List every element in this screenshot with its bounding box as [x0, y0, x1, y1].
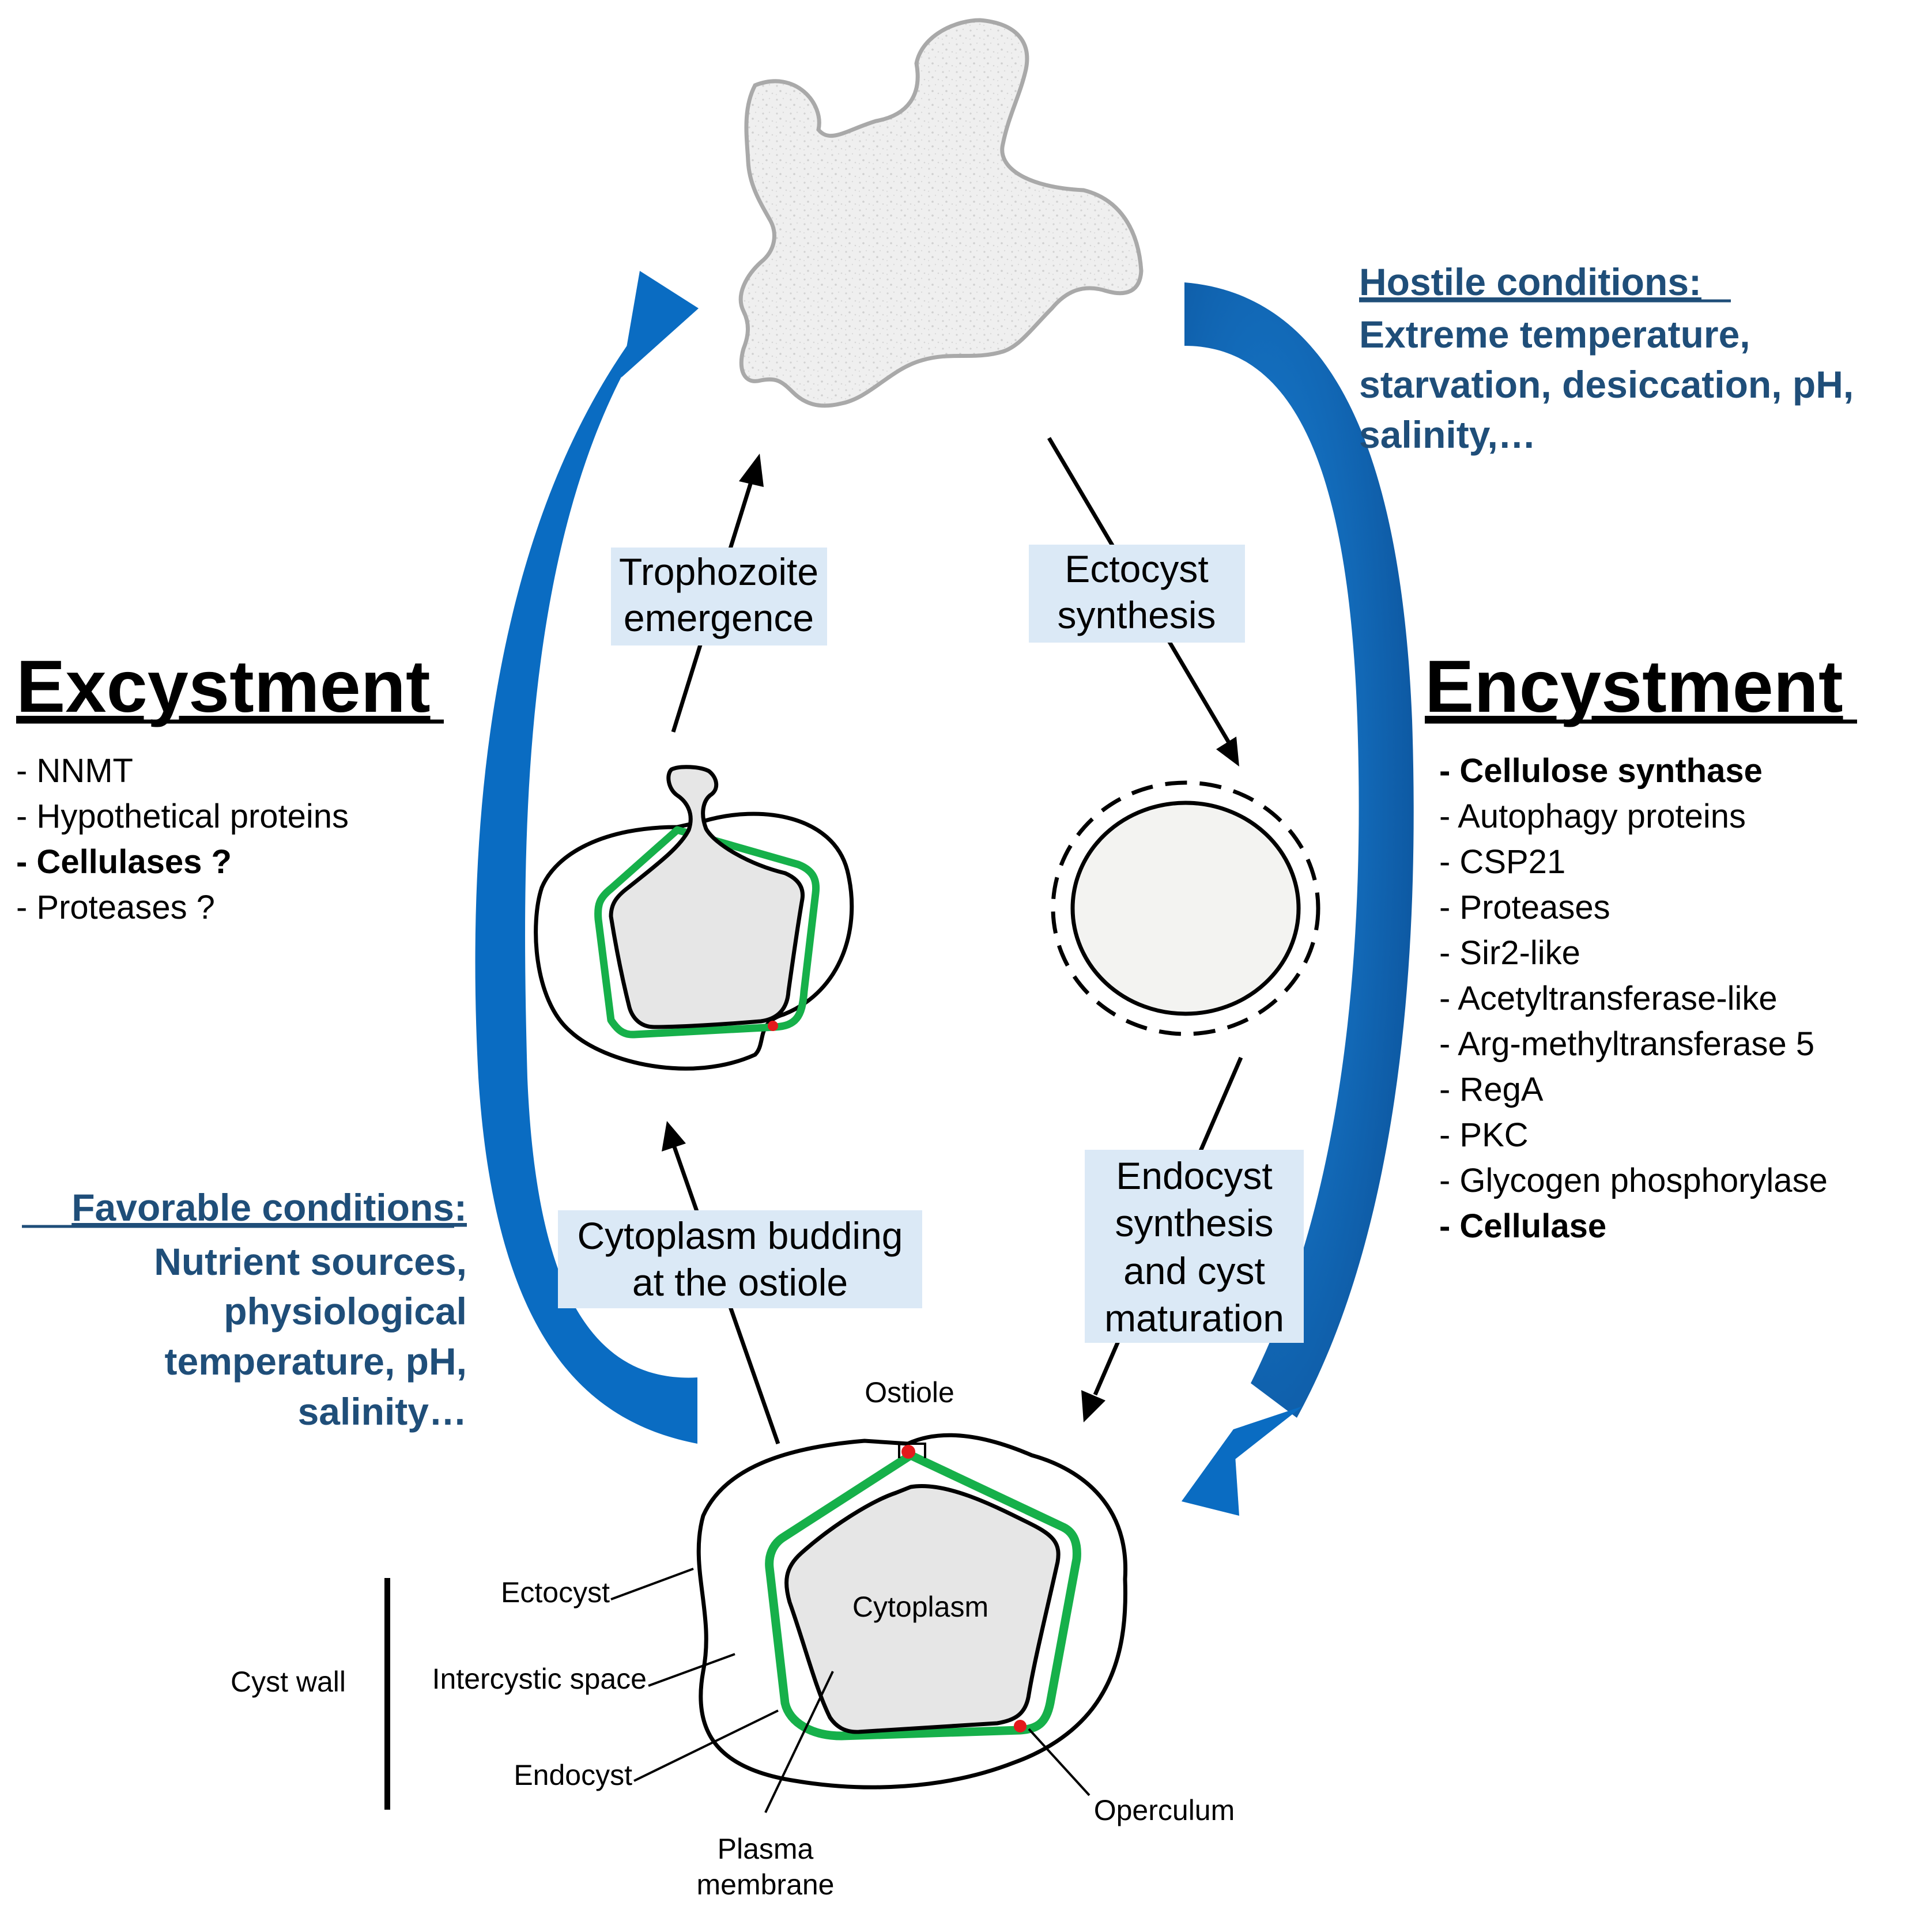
label-plasma-membrane-line1: Plasma: [718, 1833, 814, 1865]
encystment-protein-item: - RegA: [1439, 1071, 1544, 1108]
step-cytoplasm-budding: Cytoplasm budding at the ostiole: [558, 1210, 922, 1308]
encystment-protein-list: - Cellulose synthase - Autophagy proteins…: [1439, 752, 1828, 1245]
step-ectocyst-synthesis-line1: Ectocyst: [1065, 548, 1208, 590]
step-ectocyst-synthesis-line2: synthesis: [1057, 594, 1216, 636]
trophozoite: [738, 18, 1144, 408]
immature-cyst-ectocyst: [1051, 780, 1320, 1036]
encystment-protein-item: - Autophagy proteins: [1439, 798, 1746, 835]
encystment-protein-item: - PKC: [1439, 1116, 1529, 1154]
mature-cyst-ostiole-dot: [901, 1445, 915, 1459]
encystment-panel: Encystment - Cellulose synthase - Autopha…: [1425, 645, 1857, 1245]
step-ectocyst-synthesis: Ectocyst synthesis: [1029, 545, 1245, 643]
excystment-protein-item: - NNMT: [16, 752, 133, 790]
step-trophozoite-emergence-line2: emergence: [624, 597, 814, 639]
encystment-protein-item: - CSP21: [1439, 843, 1565, 881]
encystment-title: Encystment: [1425, 645, 1843, 728]
step-trophozoite-emergence: Trophozoite emergence: [611, 548, 827, 645]
encystment-protein-item: - Proteases: [1439, 889, 1610, 926]
hostile-line-2: starvation, desiccation, pH,: [1359, 363, 1854, 406]
mature-cyst: [696, 1433, 1128, 1790]
excystment-protein-item: - Cellulases ?: [16, 843, 232, 881]
encystment-protein-item: - Cellulose synthase: [1439, 752, 1763, 790]
label-ostiole: Ostiole: [865, 1376, 954, 1409]
encystment-protein-item: - Acetyltransferase-like: [1439, 980, 1778, 1017]
budding-cyst-operculum: [768, 1021, 778, 1031]
hostile-line-3: salinity,…: [1359, 413, 1536, 456]
budding-cyst: [534, 765, 854, 1071]
label-endocyst: Endocyst: [514, 1759, 632, 1791]
immature-cyst: [1051, 780, 1320, 1036]
label-plasma-membrane-line2: membrane: [697, 1868, 835, 1901]
step-endocyst-synthesis-line1: Endocyst: [1116, 1154, 1272, 1197]
label-cytoplasm: Cytoplasm: [852, 1591, 988, 1623]
favorable-heading: Favorable conditions: [71, 1186, 454, 1229]
mature-cyst-endocyst: [765, 1451, 1081, 1741]
favorable-conditions: Favorable conditions: Nutrient sources, …: [22, 1186, 467, 1433]
hostile-line-1: Extreme temperature,: [1359, 313, 1750, 356]
excystment-protein-item: - Hypothetical proteins: [16, 798, 349, 835]
mature-cyst-operculum-dot: [1014, 1720, 1027, 1732]
label-ectocyst: Ectocyst: [501, 1576, 610, 1609]
ostiole-bracket: [898, 1443, 926, 1458]
excystment-panel: Excystment - NNMT - Hypothetical proteins…: [16, 645, 444, 926]
excystment-blue-arrow: [475, 271, 699, 1444]
hostile-heading: Hostile conditions: [1359, 261, 1689, 303]
label-intercystic-space: Intercystic space: [432, 1663, 647, 1695]
excystment-protein-item: - Proteases ?: [16, 889, 215, 926]
encystment-blue-arrow: [1182, 282, 1414, 1516]
favorable-line-4: salinity…: [298, 1390, 467, 1433]
immature-cyst-cytoplasm: [1070, 801, 1301, 1016]
hostile-conditions: Hostile conditions: Extreme temperature,…: [1359, 261, 1854, 456]
favorable-line-3: temperature, pH,: [165, 1340, 467, 1383]
favorable-line-2: physiological: [224, 1290, 467, 1332]
label-operculum: Operculum: [1094, 1794, 1235, 1826]
step-cytoplasm-budding-line1: Cytoplasm budding: [578, 1214, 903, 1257]
favorable-colon: :: [454, 1186, 467, 1229]
encystment-protein-item: - Cellulase: [1439, 1207, 1606, 1245]
encystment-protein-item: - Arg-methyltransferase 5: [1439, 1025, 1814, 1063]
step-trophozoite-emergence-line1: Trophozoite: [619, 550, 818, 593]
step-cytoplasm-budding-line2: at the ostiole: [632, 1261, 848, 1304]
cyst-wall-labels: Ostiole Cytoplasm Ectocyst Intercystic s…: [231, 1376, 1235, 1901]
favorable-line-1: Nutrient sources,: [154, 1240, 467, 1283]
excystment-protein-list: - NNMT - Hypothetical proteins - Cellulase…: [16, 752, 349, 926]
step-endocyst-synthesis-line3: and cyst: [1123, 1249, 1265, 1292]
mature-cyst-cytoplasm: [784, 1483, 1061, 1734]
hostile-colon: :: [1689, 261, 1701, 303]
budding-cyst-cytoplasm: [609, 765, 805, 1029]
encystment-protein-item: - Glycogen phosphorylase: [1439, 1162, 1828, 1199]
excystment-title: Excystment: [16, 645, 431, 728]
step-endocyst-synthesis-line2: synthesis: [1115, 1202, 1273, 1244]
step-endocyst-synthesis-line4: maturation: [1104, 1297, 1284, 1339]
encystment-protein-item: - Sir2-like: [1439, 934, 1580, 972]
svg-text:Favorable conditions:: Favorable conditions:: [71, 1186, 467, 1229]
label-cyst-wall: Cyst wall: [231, 1666, 346, 1698]
svg-text:Hostile conditions:: Hostile conditions:: [1359, 261, 1701, 303]
step-endocyst-synthesis: Endocyst synthesis and cyst maturation: [1085, 1150, 1304, 1343]
